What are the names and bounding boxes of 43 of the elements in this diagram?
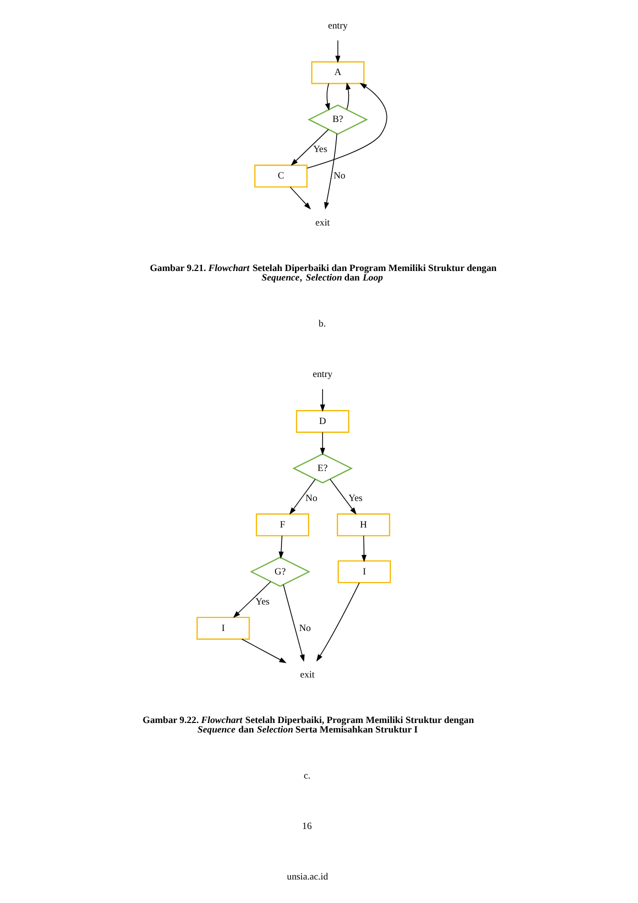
node-text: entry — [328, 20, 348, 32]
node-box: I — [196, 616, 250, 640]
edge-label: No — [306, 492, 318, 504]
arrow — [278, 535, 284, 559]
arrow — [316, 582, 360, 662]
node-box: A — [311, 61, 364, 84]
arrow — [320, 388, 326, 412]
node-text: exit — [300, 670, 315, 681]
arrow — [335, 40, 340, 63]
arrow — [320, 432, 326, 456]
label: b. — [318, 318, 326, 330]
label: Gambar 9.22. Flowchart Setelah Diperbaiki, Program Memiliki Struktur dengan Sequence dan Selection Serta Memisahkan Struktur I — [142, 714, 474, 736]
edge-label: Yes — [255, 596, 270, 608]
edge-label: No — [299, 622, 311, 634]
node-diamond: E? — [292, 453, 353, 484]
edge-label: Yes — [348, 492, 362, 504]
arrow — [289, 478, 316, 515]
arrow — [330, 478, 356, 515]
arrow — [361, 535, 367, 562]
arrow — [324, 133, 338, 210]
node-box: C — [254, 164, 308, 188]
arrow — [290, 186, 311, 210]
arrow — [241, 638, 287, 664]
node-box: I — [338, 560, 391, 584]
node-box: F — [256, 513, 310, 536]
arrow — [325, 83, 330, 111]
arrow — [233, 581, 272, 618]
node-box: H — [336, 513, 390, 536]
arrow — [346, 82, 351, 110]
node-text: entry — [312, 369, 332, 380]
node-diamond: G? — [250, 556, 310, 587]
label: c. — [304, 770, 310, 782]
arrow — [290, 129, 329, 166]
edge-label: No — [334, 170, 346, 182]
node-box: D — [296, 410, 350, 433]
arrow — [306, 82, 388, 169]
label: Gambar 9.21. Flowchart Setelah Diperbaiki dan Program Memiliki Struktur dengan Sequence, Selection dan Loop — [150, 262, 497, 284]
node-diamond: B? — [308, 104, 368, 135]
edge-label: Yes — [313, 144, 328, 156]
label: unsia.ac.id — [286, 872, 328, 883]
arrow — [282, 584, 305, 662]
label: 16 — [302, 821, 312, 832]
node-text: exit — [315, 217, 330, 228]
